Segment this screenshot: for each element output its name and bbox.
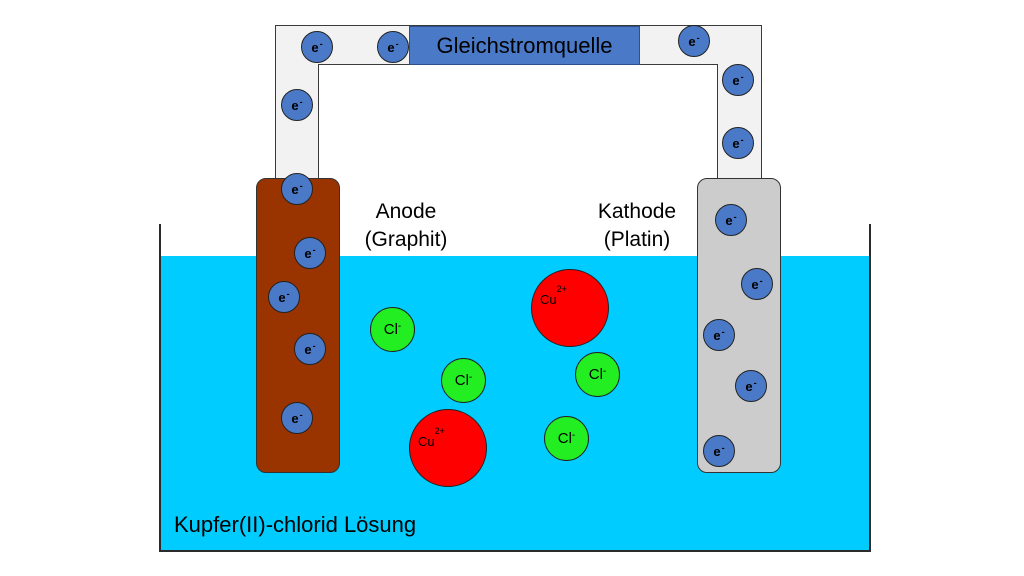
beaker-wall-right	[869, 224, 871, 552]
electron: e-	[281, 173, 313, 205]
electron: e-	[715, 204, 747, 236]
electron: e-	[294, 237, 326, 269]
electron: e-	[741, 268, 773, 300]
electron: e-	[281, 402, 313, 434]
anode-label: Anode (Graphit)	[346, 198, 466, 254]
anode-label-material: (Graphit)	[364, 228, 448, 251]
electron: e-	[281, 89, 313, 121]
cathode-label: Kathode (Platin)	[577, 198, 697, 254]
electron: e-	[703, 319, 735, 351]
power-source-box: Gleichstromquelle	[409, 26, 640, 65]
anode-label-name: Anode	[375, 200, 437, 223]
power-source-label: Gleichstromquelle	[436, 32, 613, 58]
electron: e-	[377, 31, 409, 63]
cathode-label-material: (Platin)	[603, 228, 671, 251]
electron: e-	[722, 64, 754, 96]
electron: e-	[722, 127, 754, 159]
chloride-ion: Cl-	[544, 416, 589, 461]
electron: e-	[735, 370, 767, 402]
electron: e-	[703, 435, 735, 467]
electron: e-	[268, 281, 300, 313]
solution-label: Kupfer(II)-chlorid Lösung	[174, 512, 417, 537]
chloride-ion: Cl-	[370, 307, 415, 352]
electron: e-	[301, 31, 333, 63]
wire-inner	[318, 64, 718, 204]
beaker-bottom	[159, 550, 871, 552]
electron: e-	[294, 333, 326, 365]
chloride-ion: Cl-	[441, 358, 486, 403]
chloride-ion: Cl-	[575, 352, 620, 397]
beaker-wall-left	[159, 224, 161, 552]
electron: e-	[678, 25, 710, 57]
cathode-label-name: Kathode	[597, 200, 677, 223]
